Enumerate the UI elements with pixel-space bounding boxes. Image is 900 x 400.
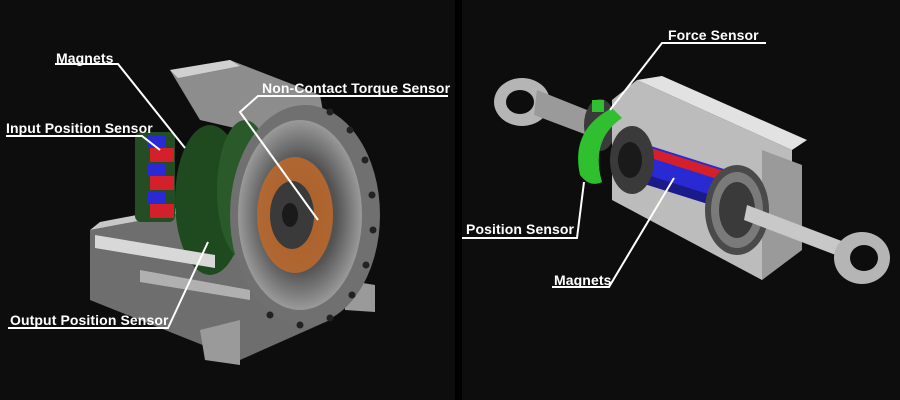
flange-bolts [266,108,377,329]
magnets-stack [135,132,175,222]
threaded-front-cap [705,165,769,255]
magnets-label: Magnets [56,50,114,66]
position-sensor-chip [592,100,604,112]
panel-divider [455,0,462,400]
magnet-cylinder [610,126,727,210]
position-sensor-arc [578,108,622,184]
rotary-actuator-illustration [6,60,448,365]
linear-actuator-panel: Force Sensor Position Sensor Magnets [462,0,900,400]
right-leader-lines [462,42,766,288]
output-position-sensor-label: Output Position Sensor [10,312,169,328]
rotary-actuator-panel: Magnets Non-Contact Torque Sensor Input … [0,0,455,400]
force-sensor-label: Force Sensor [668,27,759,43]
lower-rod [140,270,250,300]
left-leader-lines [6,63,448,329]
output-rod [744,205,860,262]
front-rod-end [834,232,890,284]
front-flange [230,105,380,325]
non-contact-torque-sensor-label: Non-Contact Torque Sensor [262,80,451,96]
right-magnets-label: Magnets [554,272,612,288]
rear-rod-end [494,78,592,135]
input-position-sensor-label: Input Position Sensor [6,120,153,136]
position-sensor-label: Position Sensor [466,221,575,237]
linear-actuator-illustration [462,42,890,288]
base-rod [95,235,215,268]
